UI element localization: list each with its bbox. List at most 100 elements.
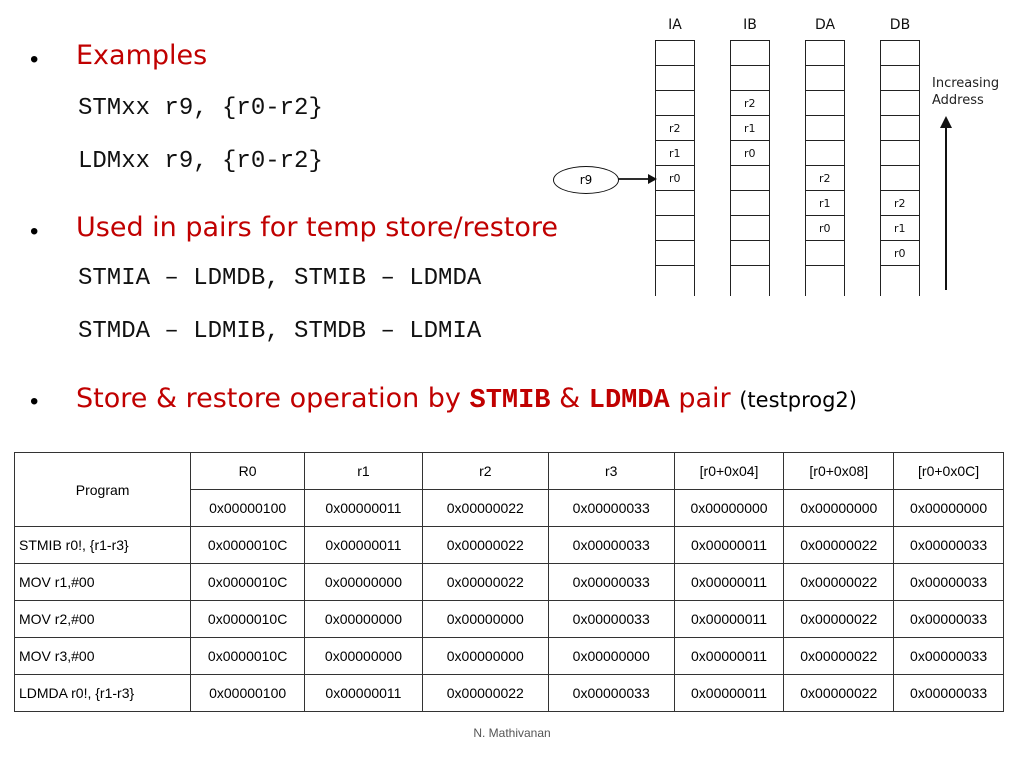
stack-cell: r2 [731, 90, 769, 116]
stack-cell [881, 65, 919, 91]
pointer-arrow-icon [618, 174, 657, 184]
stack-cell: r2 [881, 190, 919, 216]
table-cell: 0x0000010C [190, 600, 306, 638]
stack-cell: r1 [881, 215, 919, 241]
stack-cell: r0 [806, 215, 844, 241]
increasing-label-line2: Address [932, 93, 984, 108]
table-cell: 0x00000033 [893, 674, 1004, 712]
column-head-ib: IB [743, 17, 757, 33]
table-cell: 0x00000000 [893, 489, 1004, 527]
table-cell: 0x00000011 [673, 674, 785, 712]
table-cell: 0x00000033 [893, 637, 1004, 675]
header-cell: r1 [304, 452, 423, 490]
table-cell: 0x00000011 [304, 674, 423, 712]
table-cell: 0x00000100 [190, 489, 306, 527]
program-cell: LDMDA r0!, {r1-r3} [13, 674, 192, 712]
table-cell: 0x00000000 [673, 489, 785, 527]
header-cell: r2 [421, 452, 549, 490]
table-cell: 0x0000010C [190, 637, 306, 675]
header-cell: R0 [190, 452, 306, 490]
stack-cell [881, 140, 919, 166]
keyword-stmib: STMIB [469, 386, 551, 416]
program-cell: MOV r3,#00 [13, 637, 192, 675]
program-cell: MOV r2,#00 [13, 600, 192, 638]
keyword-ldmda: LDMDA [588, 386, 670, 416]
table-cell: 0x0000010C [190, 563, 306, 601]
stack-cell [881, 265, 919, 291]
table-cell: 0x00000011 [673, 637, 785, 675]
stack-cell: r1 [731, 115, 769, 141]
bullet-pair-text: pair [669, 383, 740, 414]
bullet-store-restore: Store & restore operation by STMIB & LDM… [76, 383, 857, 416]
table-cell: 0x00000011 [304, 489, 423, 527]
table-cell: 0x00000011 [673, 563, 785, 601]
table-cell: 0x00000033 [547, 526, 675, 564]
table-cell: 0x00000033 [547, 674, 675, 712]
table-cell: 0x00000033 [893, 563, 1004, 601]
table-cell: 0x00000022 [783, 637, 895, 675]
stack-cell: r1 [656, 140, 694, 166]
stack-cell [806, 265, 844, 291]
stack-cell [656, 215, 694, 241]
table-cell: 0x00000033 [893, 600, 1004, 638]
column-border [805, 40, 806, 296]
column-head-ia: IA [668, 17, 682, 33]
header-program: Program [13, 452, 192, 527]
up-arrow-icon [940, 116, 952, 290]
stack-cell [881, 165, 919, 191]
stack-cell [731, 165, 769, 191]
column-border [694, 40, 695, 296]
table-cell: 0x00000022 [783, 674, 895, 712]
table-cell: 0x00000000 [304, 600, 423, 638]
program-cell: MOV r1,#00 [13, 563, 192, 601]
table-cell: 0x00000033 [547, 600, 675, 638]
code-line-pairs-1: STMIA – LDMDB, STMIB – LDMDA [78, 265, 482, 292]
column-head-db: DB [889, 17, 911, 33]
r9-pointer-label: r9 [553, 166, 619, 194]
code-line-stm: STMxx r9, {r0-r2} [78, 95, 323, 122]
table-cell: 0x00000000 [304, 637, 423, 675]
column-border [844, 40, 845, 296]
stack-cell [881, 115, 919, 141]
table-header-row: Program R0 r1 r2 r3 [r0+0x04] [r0+0x08] … [13, 452, 1004, 527]
column-border [769, 40, 770, 296]
table-cell: 0x00000100 [190, 674, 306, 712]
bullet-dot: • [30, 218, 39, 245]
header-cell: r3 [547, 452, 675, 490]
stack-cell [806, 140, 844, 166]
stack-cell: r2 [806, 165, 844, 191]
stack-cell: r0 [656, 165, 694, 191]
stack-cell [656, 40, 694, 66]
stack-cell [806, 115, 844, 141]
table-cell: 0x00000000 [421, 637, 549, 675]
register-table: Program R0 r1 r2 r3 [r0+0x04] [r0+0x08] … [13, 452, 1004, 712]
code-line-pairs-2: STMDA – LDMIB, STMDB – LDMIA [78, 318, 482, 345]
table-cell: 0x00000011 [304, 526, 423, 564]
increasing-label-line1: Increasing [932, 76, 1000, 91]
stack-cell: r0 [881, 240, 919, 266]
bullet-store-text: Store & restore operation by [76, 383, 470, 414]
column-head-da: DA [814, 17, 836, 33]
table-cell: 0x00000022 [783, 526, 895, 564]
table-cell: 0x00000011 [673, 600, 785, 638]
stack-cell [656, 265, 694, 291]
header-cell: [r0+0x04] [673, 452, 785, 490]
bullet-dot: • [30, 46, 39, 73]
stack-cell [731, 215, 769, 241]
stack-cell [731, 40, 769, 66]
stack-cell: r1 [806, 190, 844, 216]
stack-cell [881, 40, 919, 66]
bullet-dot: • [30, 388, 39, 415]
program-cell: STMIB r0!, {r1-r3} [13, 526, 192, 564]
stack-cell [731, 240, 769, 266]
stack-cell [806, 65, 844, 91]
table-cell: 0x0000010C [190, 526, 306, 564]
table-cell: 0x00000022 [421, 674, 549, 712]
code-line-ldm: LDMxx r9, {r0-r2} [78, 148, 323, 175]
stack-cell [656, 90, 694, 116]
table-cell: 0x00000033 [547, 489, 675, 527]
